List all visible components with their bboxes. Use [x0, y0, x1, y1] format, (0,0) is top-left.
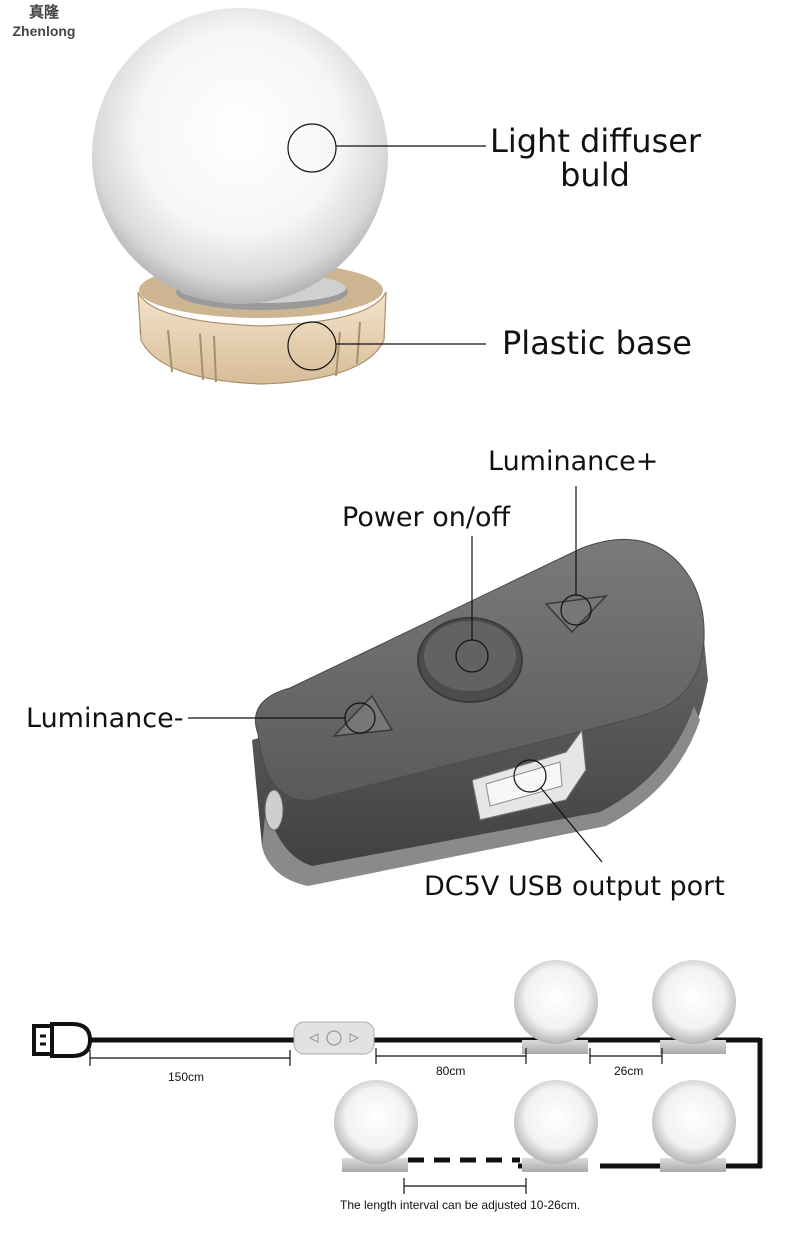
- strip-controller-icon: [293, 1021, 375, 1055]
- length-interval-note: The length interval can be adjusted 10-2…: [340, 1198, 581, 1212]
- base-label: Plastic base: [502, 324, 692, 362]
- strip-diagram: [32, 960, 763, 1194]
- dimension-26: 26cm: [614, 1064, 644, 1078]
- luminance-plus-label: Luminance+: [488, 446, 659, 477]
- luminance-plus-button: [544, 594, 608, 634]
- controller-illustration: [188, 486, 708, 886]
- diffuser-label: Light diffuser buld: [490, 122, 702, 194]
- strip-bulb: [652, 1080, 736, 1172]
- luminance-minus-label: Luminance-: [26, 703, 184, 734]
- power-input-jack: [264, 789, 284, 831]
- brand-logo-en: Zhenlong: [12, 23, 76, 39]
- light-diffuser-globe: [92, 8, 388, 304]
- strip-bulb: [334, 1080, 418, 1172]
- usb-plug-icon: [32, 1022, 93, 1058]
- brand-logo-cn: 真隆: [28, 4, 59, 21]
- diffuser-label-line1: Light diffuser: [490, 122, 702, 160]
- base-callout-marker: [287, 321, 337, 371]
- brand-logo: 真隆 Zhenlong: [4, 4, 84, 40]
- strip-bulb: [514, 960, 598, 1054]
- diffuser-callout-marker: [287, 123, 337, 173]
- strip-bulb: [514, 1080, 598, 1172]
- usb-port-label: DC5V USB output port: [424, 871, 725, 902]
- dimension-80: 80cm: [436, 1064, 466, 1078]
- diffuser-label-line2: buld: [560, 156, 630, 194]
- dimension-150: 150cm: [168, 1070, 205, 1084]
- strip-bulb: [652, 960, 736, 1054]
- power-label: Power on/off: [342, 502, 511, 533]
- dimension-lines: [89, 1048, 663, 1194]
- bulb-illustration: [92, 8, 486, 385]
